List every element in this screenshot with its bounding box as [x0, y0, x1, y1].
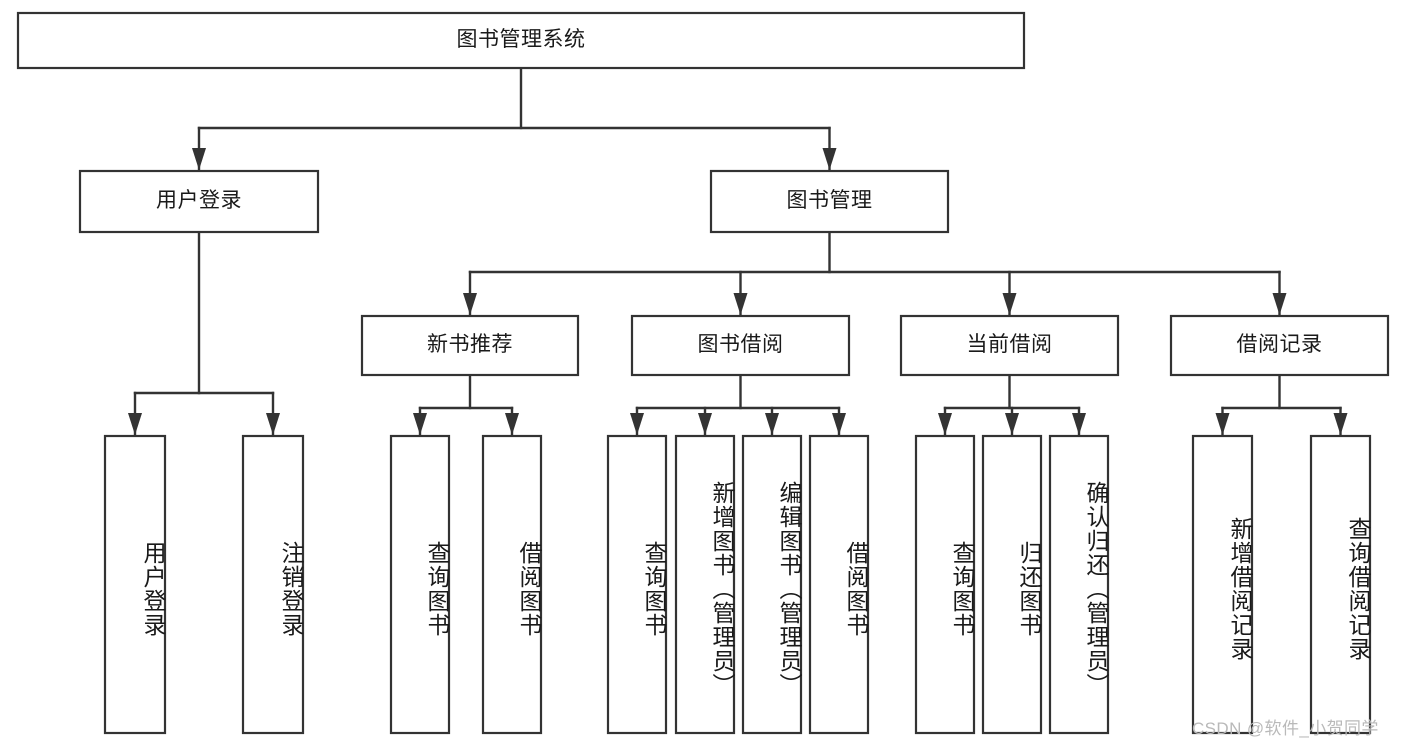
arrow-head-icon-leaf-query-book-current [938, 413, 952, 435]
arrow-head-icon-leaf-add-book-admin [698, 413, 712, 435]
node-box-borrow-record[interactable] [1169, 314, 1390, 377]
node-box-leaf-user-login[interactable] [103, 434, 167, 735]
node-box-leaf-query-book-recommend[interactable] [389, 434, 451, 735]
node-box-leaf-add-book-admin[interactable] [674, 434, 736, 735]
node-box-current-borrow[interactable] [899, 314, 1120, 377]
arrow-head-icon-new-book-recommend [463, 293, 477, 315]
arrow-head-icon-leaf-return-book [1005, 413, 1019, 435]
arrow-head-icon-leaf-query-borrow-record [1333, 413, 1348, 435]
node-box-leaf-borrow-book-borrow[interactable] [808, 434, 870, 735]
arrow-head-icon-leaf-query-book-recommend [413, 413, 427, 435]
node-box-leaf-query-book-borrow[interactable] [606, 434, 668, 735]
node-box-leaf-edit-book-admin[interactable] [741, 434, 803, 735]
node-box-leaf-borrow-book-recommend[interactable] [481, 434, 543, 735]
csdn-watermark: CSDN @软件_小贺同学 [1192, 719, 1379, 738]
node-box-user-login[interactable] [78, 169, 320, 234]
node-box-root[interactable] [16, 11, 1026, 70]
connectors-layer [128, 66, 1348, 436]
node-box-book-borrow[interactable] [630, 314, 851, 377]
arrow-head-icon-borrow-record [1272, 293, 1287, 315]
arrow-head-icon-book-borrow [733, 293, 748, 315]
arrow-head-icon-leaf-query-book-borrow [630, 413, 644, 435]
arrow-head-icon-leaf-borrow-book-borrow [832, 413, 846, 435]
node-box-leaf-query-borrow-record[interactable] [1309, 434, 1372, 735]
arrow-head-icon-leaf-borrow-book-recommend [505, 413, 519, 435]
arrow-head-icon-leaf-user-login [128, 413, 142, 435]
node-box-leaf-add-borrow-record[interactable] [1191, 434, 1254, 735]
node-box-book-management[interactable] [709, 169, 950, 234]
arrow-head-icon-leaf-user-logout [266, 413, 280, 435]
arrow-head-icon-leaf-edit-book-admin [765, 413, 779, 435]
arrow-head-icon-leaf-confirm-return-admin [1072, 413, 1086, 435]
arrow-head-icon-user-login [192, 148, 206, 170]
node-box-leaf-user-logout[interactable] [241, 434, 305, 735]
node-box-leaf-return-book[interactable] [981, 434, 1043, 735]
arrow-head-icon-leaf-add-borrow-record [1215, 413, 1230, 435]
node-box-leaf-query-book-current[interactable] [914, 434, 976, 735]
arrow-head-icon-book-management [822, 148, 837, 170]
node-box-new-book-recommend[interactable] [360, 314, 580, 377]
node-box-leaf-confirm-return-admin[interactable] [1048, 434, 1110, 735]
boxes-layer [16, 11, 1390, 735]
arrow-head-icon-current-borrow [1002, 293, 1017, 315]
